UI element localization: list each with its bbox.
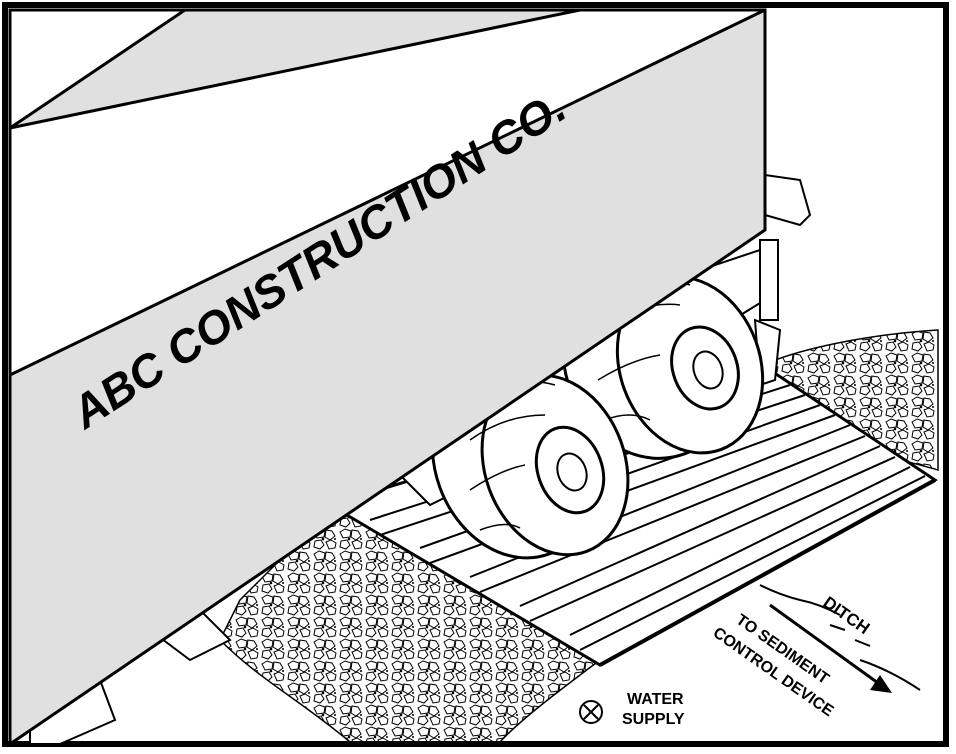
arrow-right-icon [769, 603, 892, 693]
water-label: WATER [627, 691, 684, 708]
mud-flap [759, 239, 779, 321]
supply-label: SUPPLY [622, 711, 685, 728]
circled-x-icon [579, 700, 603, 724]
truck-roof-side [8, 8, 766, 378]
truck-roof [8, 8, 190, 131]
ditch [759, 584, 921, 691]
